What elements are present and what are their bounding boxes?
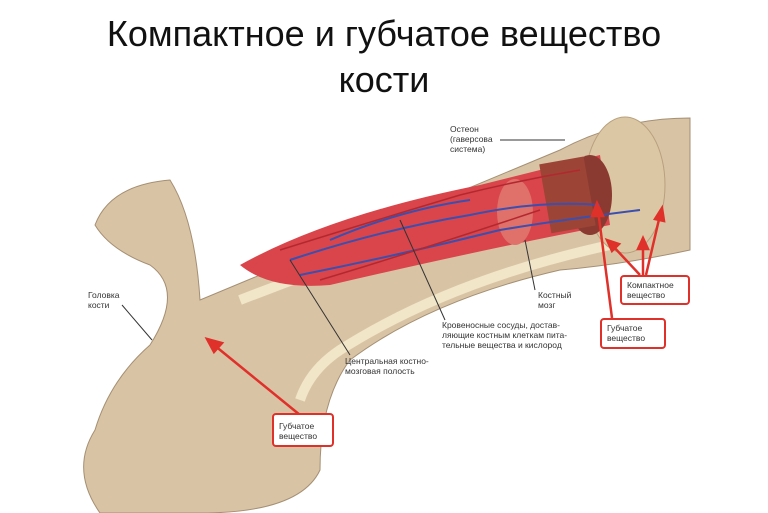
blood-vessels	[289, 199, 641, 276]
vessels-line-2: ляющие костным клеткам пита-	[442, 330, 568, 340]
spongy-right-line-2: вещество	[607, 333, 646, 343]
spongy-segment	[539, 156, 596, 234]
label-central-cavity: Центральная костно- мозговая полость	[345, 356, 429, 376]
label-osteon: Остеон (гаверсова система)	[450, 124, 493, 154]
marrow-line-2: мозг	[538, 300, 556, 310]
osteon-line-2: (гаверсова	[450, 134, 493, 144]
cavity-line-1: Центральная костно-	[345, 356, 429, 366]
arteries	[279, 169, 581, 281]
label-blood-vessels: Кровеносные сосуды, достав- ляющие костн…	[442, 320, 567, 350]
label-bone-head: Головка кости	[88, 290, 120, 310]
marrow-line-1: Костный	[538, 290, 572, 300]
vessels-line-1: Кровеносные сосуды, достав-	[442, 320, 561, 330]
marrow-cylinder	[497, 179, 533, 245]
label-bone-marrow: Костный мозг	[538, 290, 571, 310]
red-arrows	[204, 199, 666, 416]
compact-line-1: Компактное	[627, 280, 674, 290]
title-line-1: Компактное и губчатое вещество	[106, 13, 662, 54]
osteon-line-1: Остеон	[450, 124, 479, 134]
box-spongy-substance-left: Губчатое вещество	[272, 413, 334, 447]
compact-line-2: вещество	[627, 290, 666, 300]
head-line-2: кости	[88, 300, 110, 310]
spongy-left-line-2: вещество	[279, 431, 318, 441]
box-compact-substance: Компактное вещество	[620, 275, 690, 305]
cavity-line-2: мозговая полость	[345, 366, 415, 376]
spongy-right-line-1: Губчатое	[607, 323, 643, 333]
title-line-2: кости	[338, 59, 430, 100]
osteon-line-3: система)	[450, 144, 486, 154]
vessels-line-3: тельные вещества и кислород	[442, 340, 562, 350]
head-line-1: Головка	[88, 290, 120, 300]
spongy-left-line-1: Губчатое	[279, 421, 315, 431]
box-spongy-substance-right: Губчатое вещество	[600, 318, 666, 349]
leader-lines	[121, 139, 565, 356]
